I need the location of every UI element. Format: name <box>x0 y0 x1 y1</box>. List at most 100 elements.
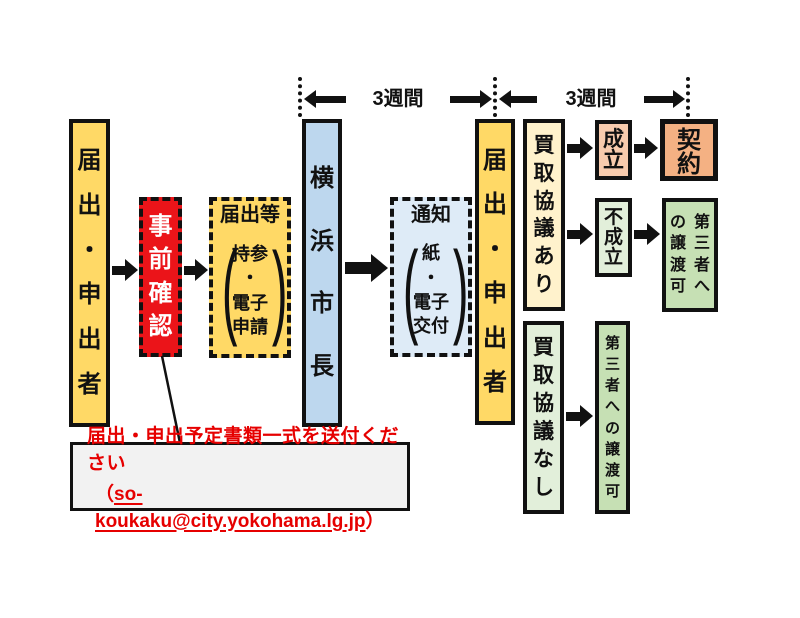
char: 契 <box>677 127 701 154</box>
notice-box-lines: 紙・電子交付 <box>413 241 449 338</box>
flow-arrow-applicant-precheck <box>112 259 138 281</box>
applicant-box-1: 届出・申出者 <box>69 119 110 427</box>
submission-box: 届出等 ( 持参・電子申請 ) <box>209 197 291 358</box>
char: 取 <box>533 364 554 387</box>
char: 第 <box>693 214 710 232</box>
char: り <box>533 273 555 297</box>
negotiation-yes-box: 買取協議あり <box>523 119 565 311</box>
char: 市 <box>310 290 334 318</box>
agreed-box: 成立 <box>595 120 632 180</box>
measure-arrow-left-1 <box>304 90 346 108</box>
negotiation-yes-text: 買取協議あり <box>527 123 561 307</box>
flow-arrow-negotiation-notagreed <box>567 223 593 245</box>
submission-box-lines: 持参・電子申請 <box>232 242 268 339</box>
char: 出 <box>77 326 102 354</box>
not-agreed-box: 不成立 <box>595 198 632 277</box>
line: ・ <box>241 268 259 289</box>
line: 電子 <box>232 292 268 313</box>
mayor-box: 横浜市長 <box>302 119 342 427</box>
char: 浜 <box>310 227 334 255</box>
char: 譲 <box>604 440 620 458</box>
char: 渡 <box>669 256 686 274</box>
close-paren: ） <box>365 510 385 532</box>
char: 立 <box>603 149 624 172</box>
line: 電子 <box>413 292 449 312</box>
char: 者 <box>77 371 102 399</box>
flow-arrow-negotiation-agreed <box>567 137 593 159</box>
char: 者 <box>604 377 620 395</box>
char: 可 <box>604 482 620 500</box>
char: 買 <box>533 133 555 157</box>
callout-line1: 届出・申出予定書類一式を送付ください <box>87 425 400 474</box>
char: 可 <box>669 277 686 295</box>
flow-arrow-precheck-submission <box>184 259 208 281</box>
email-link[interactable]: so-koukaku@city.yokohama.lg.jp <box>95 483 366 532</box>
char: 確 <box>148 279 173 307</box>
timeline-label-2: 3週間 <box>565 88 617 110</box>
flow-arrow-mayor-notice <box>345 254 388 282</box>
char: 届 <box>483 146 507 174</box>
char: へ <box>693 277 710 295</box>
open-paren: ( <box>221 231 238 348</box>
measure-arrow-right-1 <box>450 90 492 108</box>
char: あ <box>533 245 555 269</box>
notice-box-group: ( 紙・電子交付 ) <box>394 227 469 353</box>
char: 取 <box>533 161 555 185</box>
char: 買 <box>533 336 554 359</box>
open-paren: （ <box>95 483 115 505</box>
char: 約 <box>677 151 701 178</box>
char: 三 <box>604 356 620 374</box>
char: 不 <box>603 207 623 228</box>
char: な <box>533 448 554 471</box>
char: し <box>533 476 554 499</box>
mayor-box-text: 横浜市長 <box>306 123 338 423</box>
char: へ <box>604 398 620 416</box>
char: の <box>604 419 620 437</box>
line: 申請 <box>232 316 268 337</box>
char: の <box>669 214 686 232</box>
applicant-box-2-text: 届出・申出者 <box>479 123 511 421</box>
open-paren: ( <box>402 231 419 348</box>
measure-arrow-right-2 <box>644 90 685 108</box>
timeline-dotted-line-2 <box>493 77 497 117</box>
not-agreed-box-text: 不成立 <box>599 202 628 273</box>
char: ・ <box>483 235 507 263</box>
char: 成 <box>603 128 624 151</box>
flow-arrow-agreed-contract <box>634 137 658 159</box>
char: 前 <box>148 246 173 274</box>
char: 協 <box>533 392 554 415</box>
char: ・ <box>77 236 102 264</box>
applicant-box-2: 届出・申出者 <box>475 119 515 425</box>
char: 認 <box>148 312 173 340</box>
char: 出 <box>77 191 102 219</box>
char: 立 <box>603 247 623 268</box>
transfer-allowed-lower-box: 第三者への譲渡可 <box>595 321 630 514</box>
char: 渡 <box>604 461 620 479</box>
contract-box-text: 契約 <box>665 124 713 182</box>
timeline-dotted-line-1 <box>298 77 302 117</box>
char: 成 <box>603 227 623 248</box>
char: 協 <box>533 189 555 213</box>
transfer-upper-col-right: 第三者へ <box>690 202 714 308</box>
char: 出 <box>483 191 507 219</box>
precheck-box: 事前確認 <box>139 197 182 357</box>
line: 持参 <box>232 243 268 264</box>
char: 届 <box>77 146 102 174</box>
timeline-label-1: 3週間 <box>372 88 424 110</box>
precheck-box-text: 事前確認 <box>143 201 178 353</box>
measure-arrow-left-2 <box>499 90 537 108</box>
close-paren: ) <box>271 231 288 348</box>
transfer-allowed-upper-cols: の譲渡可 第三者へ <box>666 202 714 308</box>
char: 第 <box>604 335 620 353</box>
notice-box: 通知 ( 紙・電子交付 ) <box>390 197 472 357</box>
char: 横 <box>310 164 334 192</box>
char: 議 <box>533 420 554 443</box>
transfer-upper-col-left: の譲渡可 <box>666 202 690 308</box>
submission-box-group: ( 持参・電子申請 ) <box>213 227 288 354</box>
flow-arrow-notagreed-transfer <box>634 223 660 245</box>
char: 譲 <box>669 235 686 253</box>
agreed-box-text: 成立 <box>599 124 628 176</box>
negotiation-no-text: 買取協議なし <box>527 325 560 510</box>
negotiation-no-box: 買取協議なし <box>523 321 564 514</box>
